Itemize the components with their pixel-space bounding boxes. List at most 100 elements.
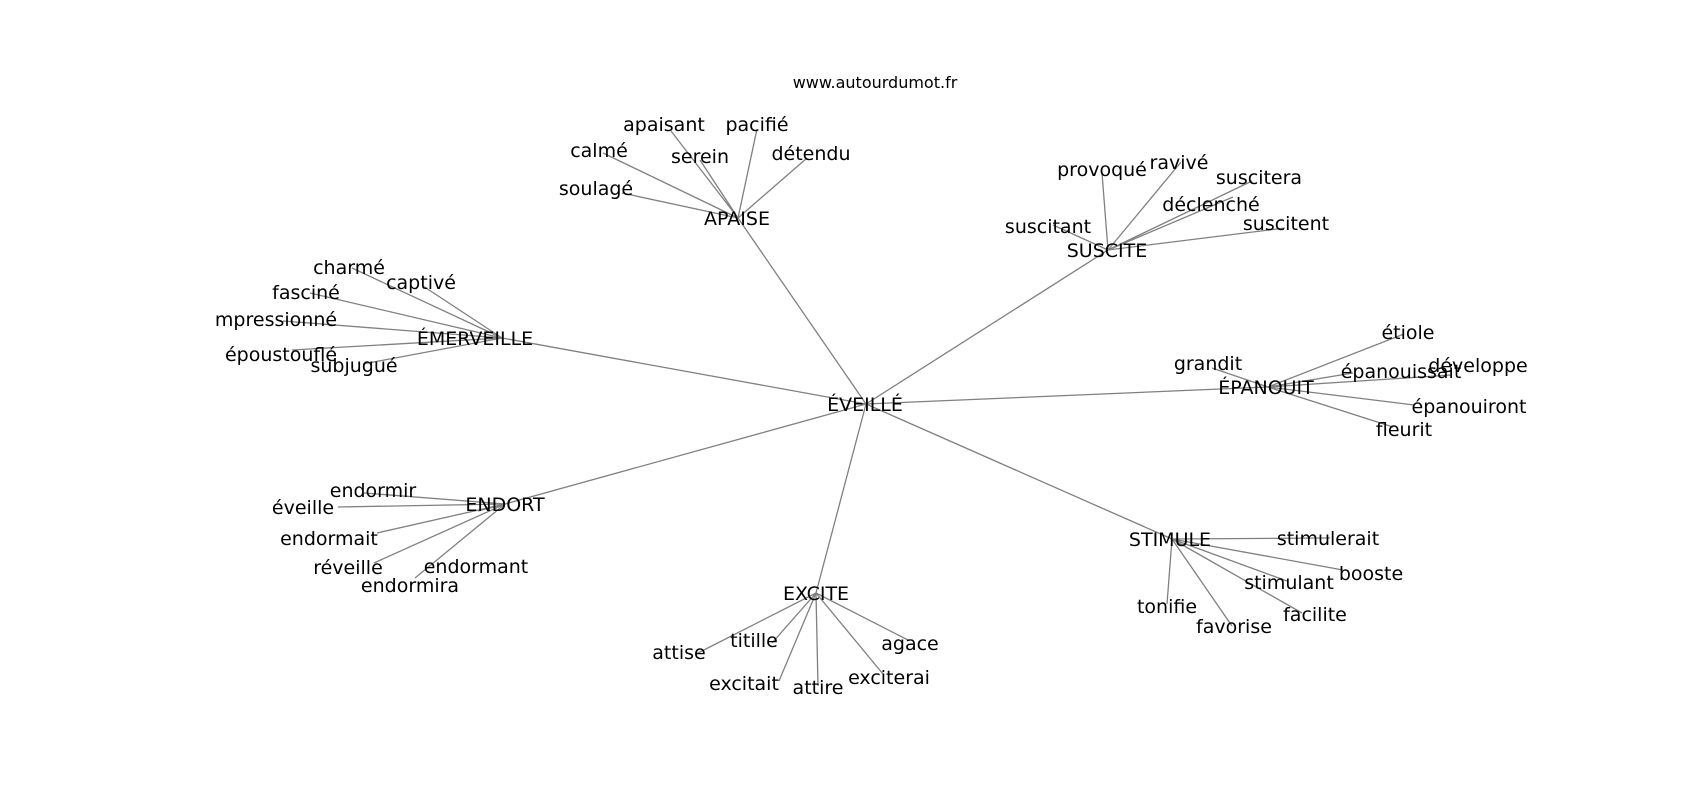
edge-hub-to-word bbox=[422, 285, 503, 339]
edge-hub-to-word bbox=[771, 592, 817, 644]
word-label-agace: agace bbox=[881, 633, 938, 655]
word-label-calme: calmé bbox=[570, 140, 628, 162]
word-label-exciterai: exciterai bbox=[848, 667, 930, 689]
hub-label-excite: EXCITE bbox=[783, 583, 849, 605]
word-label-provoque: provoqué bbox=[1057, 159, 1147, 181]
edge-hub-to-word bbox=[363, 492, 506, 505]
word-label-apaisant: apaisant bbox=[623, 114, 705, 136]
word-label-reveille: réveille bbox=[313, 557, 383, 579]
hub-label-epanouit: ÉPANOUIT bbox=[1218, 376, 1314, 399]
center-node-label: ÉVEILLÉ bbox=[827, 393, 903, 416]
edge-hub-to-word bbox=[1101, 172, 1109, 251]
word-label-soulage: soulagé bbox=[559, 178, 633, 200]
edge-hub-to-word bbox=[1171, 538, 1288, 582]
word-label-declenche: déclenché bbox=[1162, 194, 1259, 216]
edge-center-to-hub bbox=[501, 337, 867, 405]
word-label-suscitent: suscitent bbox=[1243, 213, 1329, 235]
word-label-ravive: ravivé bbox=[1150, 152, 1209, 174]
word-label-serein: serein bbox=[671, 146, 729, 168]
word-label-titille: titille bbox=[730, 630, 778, 652]
word-label-epoustoufle: époustouflé bbox=[225, 344, 337, 366]
edge-hub-to-word bbox=[1171, 538, 1303, 614]
leaf-word-nodes: apaisant pacifié calmé serein détendu so… bbox=[215, 114, 1528, 699]
edge-hub-to-word bbox=[815, 592, 819, 687]
edge-hub-to-word bbox=[1267, 372, 1354, 388]
edge-hub-to-word bbox=[351, 267, 503, 339]
word-label-attire: attire bbox=[793, 677, 844, 699]
edge-hub-to-word bbox=[282, 320, 503, 339]
edge-hub-to-word bbox=[1166, 538, 1173, 605]
edge-hub-to-word bbox=[1267, 386, 1394, 428]
edge-hub-to-word bbox=[1107, 227, 1286, 251]
edge-hub-to-word bbox=[1267, 386, 1415, 406]
hub-label-stimule: STIMULE bbox=[1129, 529, 1211, 551]
hub-label-endort: ENDORT bbox=[465, 494, 545, 516]
word-label-charme: charmé bbox=[313, 257, 385, 279]
word-label-endormir: endormir bbox=[330, 480, 417, 502]
edge-hub-to-word bbox=[1107, 180, 1253, 251]
word-label-favorise: favorise bbox=[1196, 616, 1272, 638]
edge-hub-to-word bbox=[695, 592, 817, 655]
edge-hub-to-word bbox=[699, 159, 739, 219]
edge-hub-to-word bbox=[373, 503, 506, 564]
edge-hub-to-word bbox=[621, 192, 739, 219]
word-label-fleurit: fleurit bbox=[1376, 419, 1432, 441]
edge-hub-to-word bbox=[1171, 538, 1233, 627]
word-label-endormira: endormira bbox=[361, 575, 459, 597]
word-label-excitait: excitait bbox=[709, 673, 779, 695]
edge-hub-to-word bbox=[1171, 538, 1344, 571]
edge-hub-to-word bbox=[778, 592, 817, 682]
edge-hub-to-word bbox=[362, 337, 503, 365]
site-label: www.autourdumot.fr bbox=[793, 73, 958, 92]
word-label-fascine: fasciné bbox=[272, 282, 340, 304]
word-label-stimulant: stimulant bbox=[1244, 572, 1334, 594]
edge-center-to-hub bbox=[815, 403, 867, 594]
word-label-etiole: étiole bbox=[1381, 322, 1434, 344]
edge-center-to-hub bbox=[865, 403, 1173, 540]
graph-edges bbox=[282, 128, 1452, 687]
edge-hub-to-word bbox=[376, 503, 506, 534]
word-label-mpressionne: mpressionné bbox=[215, 309, 337, 331]
word-label-booste: booste bbox=[1339, 563, 1403, 585]
edge-hub-to-word bbox=[815, 592, 884, 675]
word-label-pacifie: pacifié bbox=[725, 114, 788, 136]
edge-hub-to-word bbox=[291, 337, 503, 351]
edge-center-to-hub bbox=[865, 386, 1269, 405]
word-label-facilite: facilite bbox=[1283, 604, 1347, 626]
edge-hub-to-word bbox=[1107, 161, 1182, 251]
word-label-suscitera: suscitera bbox=[1216, 167, 1302, 189]
word-label-attise: attise bbox=[652, 642, 705, 664]
word-label-epanouissait: épanouissait bbox=[1341, 361, 1462, 383]
word-label-tonifie: tonifie bbox=[1137, 596, 1197, 618]
edge-hub-to-word bbox=[1211, 367, 1269, 388]
hub-label-apaise: APAISE bbox=[704, 208, 770, 230]
hub-label-suscite: SUSCITE bbox=[1067, 240, 1148, 262]
word-label-developpe: développe bbox=[1428, 355, 1527, 377]
edge-hub-to-word bbox=[1052, 224, 1109, 251]
edge-center-to-hub bbox=[737, 217, 867, 405]
word-label-subjugue: subjugué bbox=[310, 355, 397, 377]
edge-hub-to-word bbox=[737, 157, 808, 219]
edge-hub-to-word bbox=[337, 503, 506, 508]
edge-hub-to-word bbox=[477, 503, 506, 512]
word-label-eveille: éveille bbox=[272, 497, 334, 519]
word-label-detendu: détendu bbox=[771, 143, 850, 165]
edge-hub-to-word bbox=[414, 503, 506, 579]
word-label-epanouiront: épanouiront bbox=[1412, 396, 1527, 418]
edge-hub-to-word bbox=[1107, 196, 1234, 251]
edge-hub-to-word bbox=[1171, 537, 1331, 540]
edge-center-to-hub bbox=[504, 403, 867, 505]
edge-hub-to-word bbox=[1267, 374, 1452, 388]
word-label-endormant: endormant bbox=[424, 556, 529, 578]
edge-hub-to-word bbox=[1267, 333, 1405, 388]
word-label-suscitant: suscitant bbox=[1005, 216, 1091, 238]
edge-hub-to-word bbox=[309, 292, 503, 339]
hub-label-emerveille: ÉMERVEILLE bbox=[417, 327, 533, 350]
edge-hub-to-word bbox=[602, 152, 739, 219]
edge-hub-to-word bbox=[815, 592, 909, 641]
word-label-captive: captivé bbox=[386, 272, 456, 294]
edge-center-to-hub bbox=[865, 249, 1109, 405]
word-label-stimulerait: stimulerait bbox=[1277, 528, 1379, 550]
hub-nodes: APAISE SUSCITE ÉMERVEILLE ÉPANOUIT ENDOR… bbox=[417, 208, 1314, 605]
